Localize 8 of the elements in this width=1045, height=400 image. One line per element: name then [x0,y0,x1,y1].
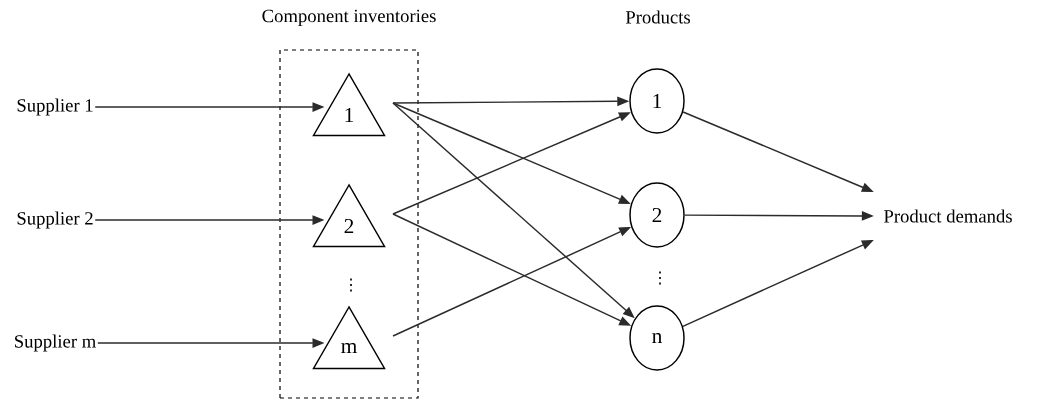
node-label: Supplier 2 [17,211,93,229]
ellipsis-dots: ⋮ [659,271,661,285]
node-label: Product demands [884,209,1012,223]
node-label: Supplier 1 [17,98,93,116]
node-label: Supplier m [15,334,96,352]
column-heading: Products [625,10,690,24]
node-label: Component inventories [262,9,436,27]
ellipsis-dots: ⋮ [350,278,352,292]
